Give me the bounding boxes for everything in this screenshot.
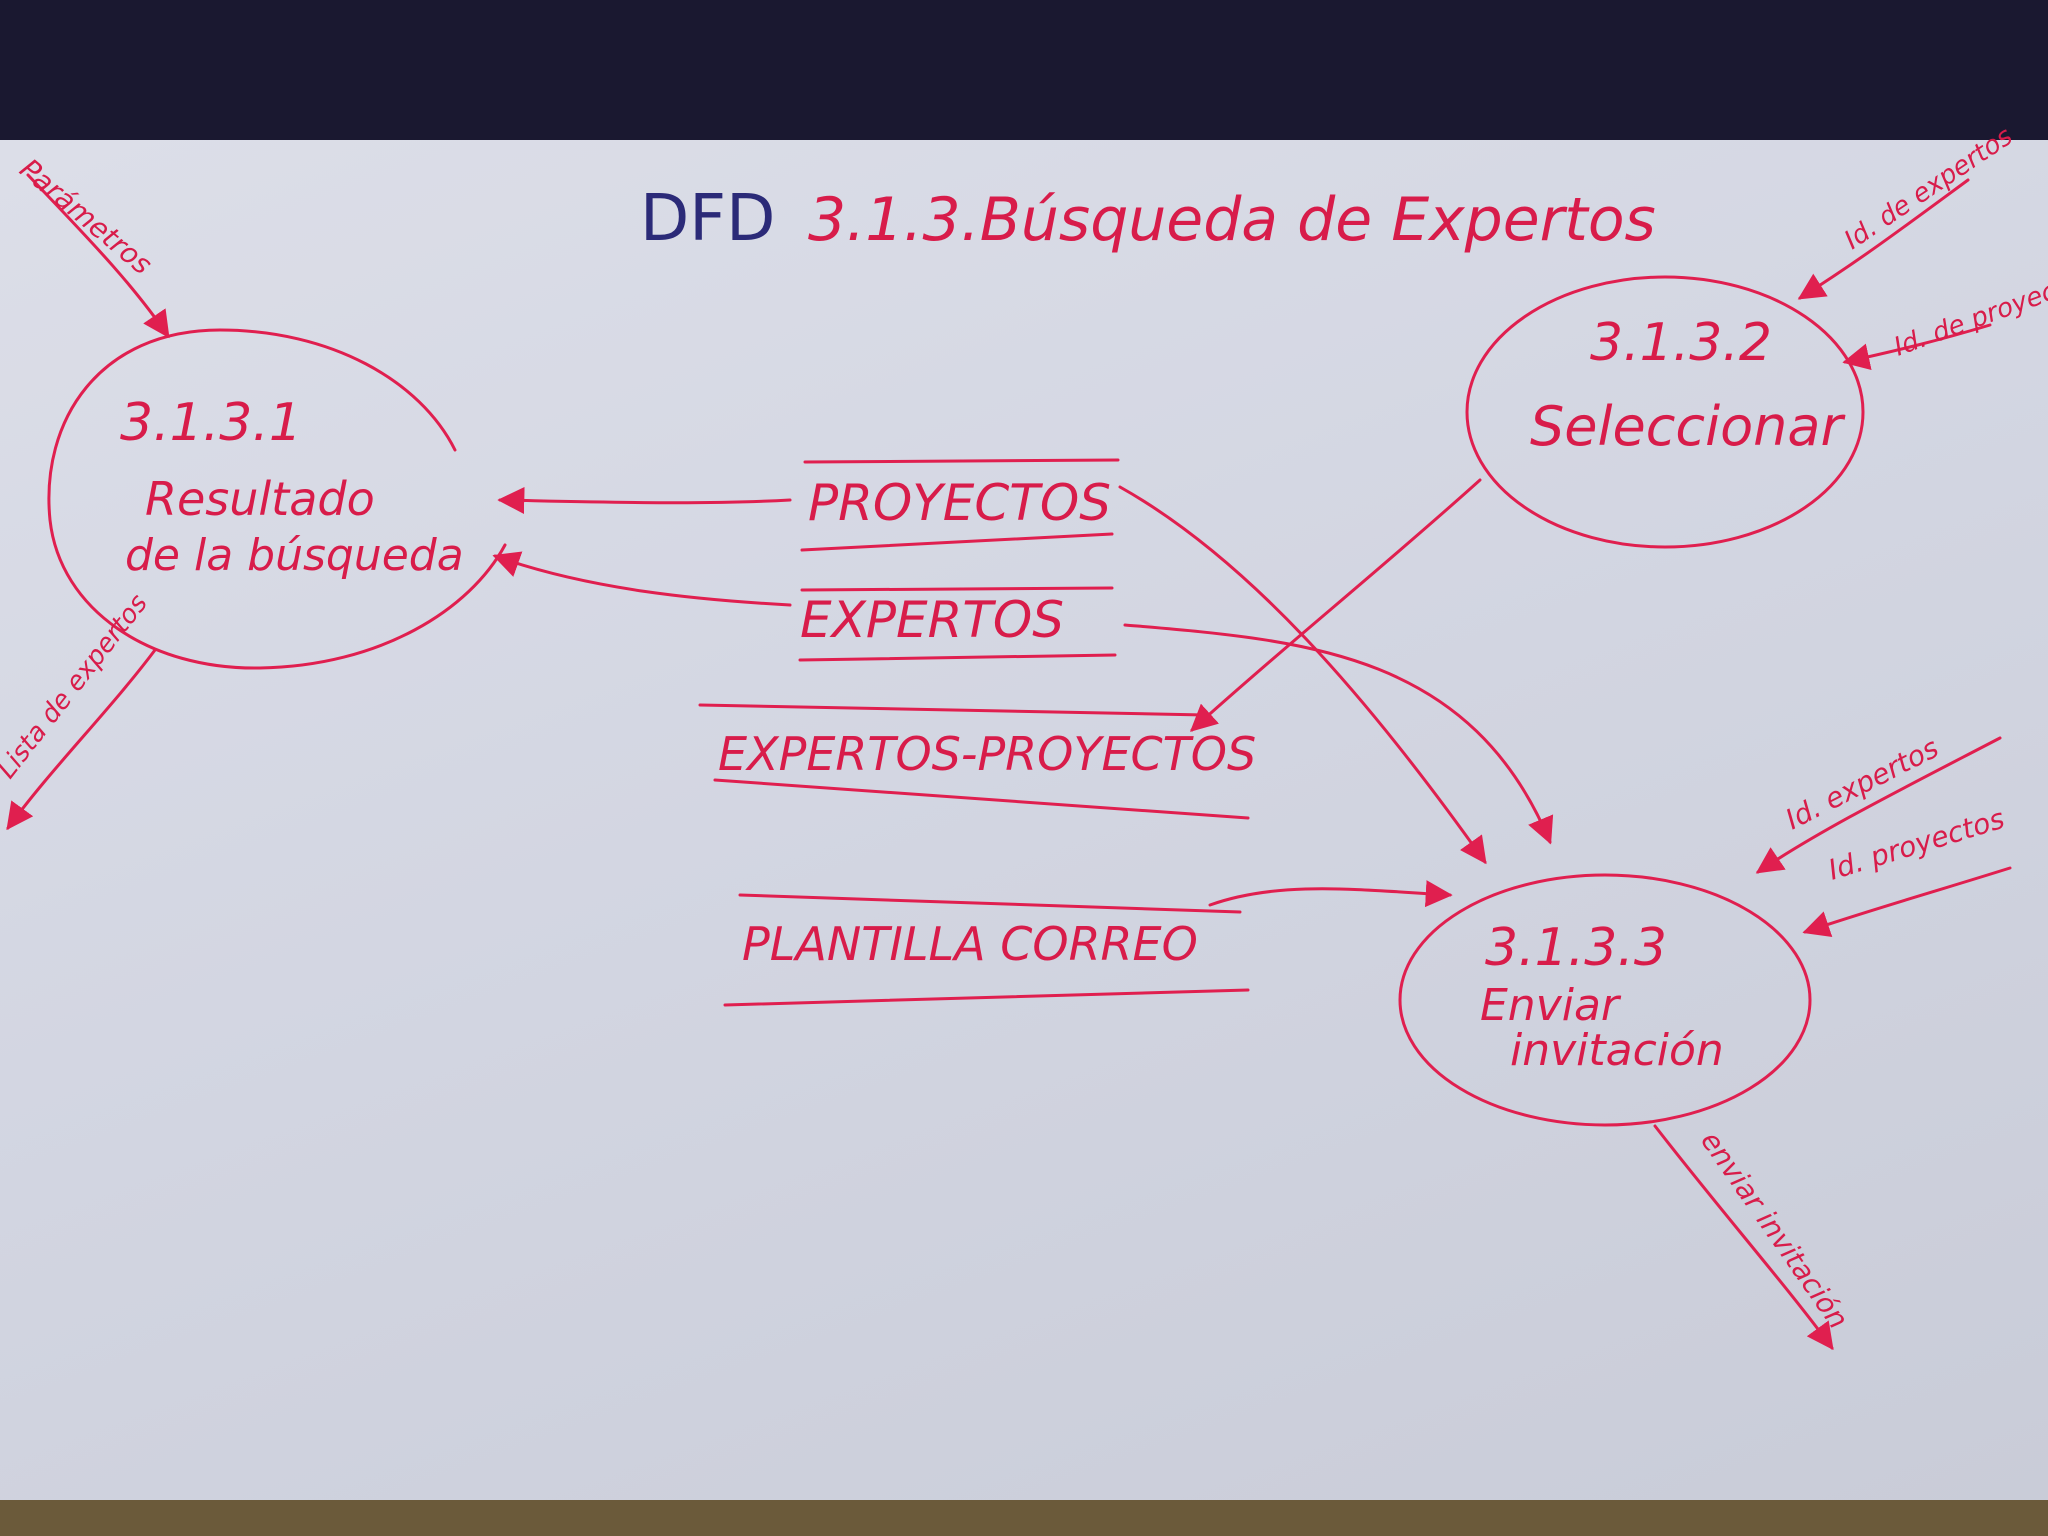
flow-label-id-proyectos-2: Id. de proyectos	[1890, 263, 2048, 363]
flow-label-lista-expertos: Lista de expertos	[0, 589, 154, 784]
data-flows	[6, 173, 2012, 1351]
process-id: 3.1.3.3	[1485, 918, 1667, 978]
flow-id-proyectos-in-2	[1842, 323, 1992, 371]
title-prefix: DFD	[640, 182, 775, 256]
process-name-line1: Enviar	[1480, 980, 1622, 1031]
flow-3-1-3-2-to-expertos-proyectos	[1190, 478, 1482, 732]
flow-proyectos-to-3-1-3-1	[497, 486, 792, 514]
data-store-proyectos: PROYECTOS	[800, 458, 1120, 552]
data-store-label: PLANTILLA CORREO	[742, 917, 1198, 971]
flow-id-expertos-in-2	[1797, 178, 1970, 300]
process-3-1-3-2: 3.1.3.2 Seleccionar	[1465, 275, 1865, 549]
board-ledge	[0, 1500, 2048, 1536]
flow-parametros-in	[26, 173, 170, 339]
process-bubble	[1398, 873, 1812, 1127]
process-name-line2: de la búsqueda	[125, 530, 464, 581]
data-store-label: EXPERTOS	[800, 591, 1064, 649]
flow-plantilla-to-3-1-3-3	[1208, 880, 1453, 908]
process-3-1-3-1: 3.1.3.1 Resultado de la búsqueda	[47, 328, 507, 670]
flow-label-id-expertos-3: Id. expertos	[1780, 731, 1944, 836]
data-store-expertos: EXPERTOS	[798, 586, 1117, 662]
flow-enviar-invitacion-out	[1653, 1124, 1834, 1351]
flow-lista-expertos-out	[6, 648, 157, 831]
flow-expertos-to-3-1-3-3	[1123, 623, 1554, 845]
flow-expertos-to-3-1-3-1	[492, 551, 792, 607]
diagram-title: DFD 3.1.3.Búsqueda de Expertos	[640, 182, 1656, 256]
data-store-expertos-proyectos: EXPERTOS-PROYECTOS	[698, 703, 1256, 820]
flow-label-id-expertos-2: Id. de expertos	[1839, 122, 2018, 256]
process-bubble	[1465, 275, 1865, 549]
process-id: 3.1.3.1	[120, 393, 302, 453]
process-bubble	[47, 328, 507, 670]
process-id: 3.1.3.2	[1590, 313, 1772, 373]
process-3-1-3-3: 3.1.3.3 Enviar invitación	[1398, 873, 1812, 1127]
flow-id-expertos-in-3	[1755, 736, 2002, 874]
data-store-plantilla-correo: PLANTILLA CORREO	[723, 893, 1250, 1007]
flow-label-enviar-invitacion: enviar invitación	[1694, 1125, 1855, 1335]
data-store-label: EXPERTOS-PROYECTOS	[718, 727, 1256, 781]
flow-proyectos-to-3-1-3-3	[1118, 485, 1487, 865]
data-store-label: PROYECTOS	[808, 474, 1111, 532]
title-text: 3.1.3.Búsqueda de Expertos	[808, 185, 1656, 255]
process-name-line1: Resultado	[145, 472, 375, 526]
flow-label-parametros: Parámetros	[14, 152, 159, 281]
process-name-line1: Seleccionar	[1530, 395, 1845, 458]
flow-id-proyectos-in-3	[1802, 866, 2012, 937]
whiteboard	[0, 140, 2048, 1500]
process-name-line2: invitación	[1510, 1025, 1724, 1076]
